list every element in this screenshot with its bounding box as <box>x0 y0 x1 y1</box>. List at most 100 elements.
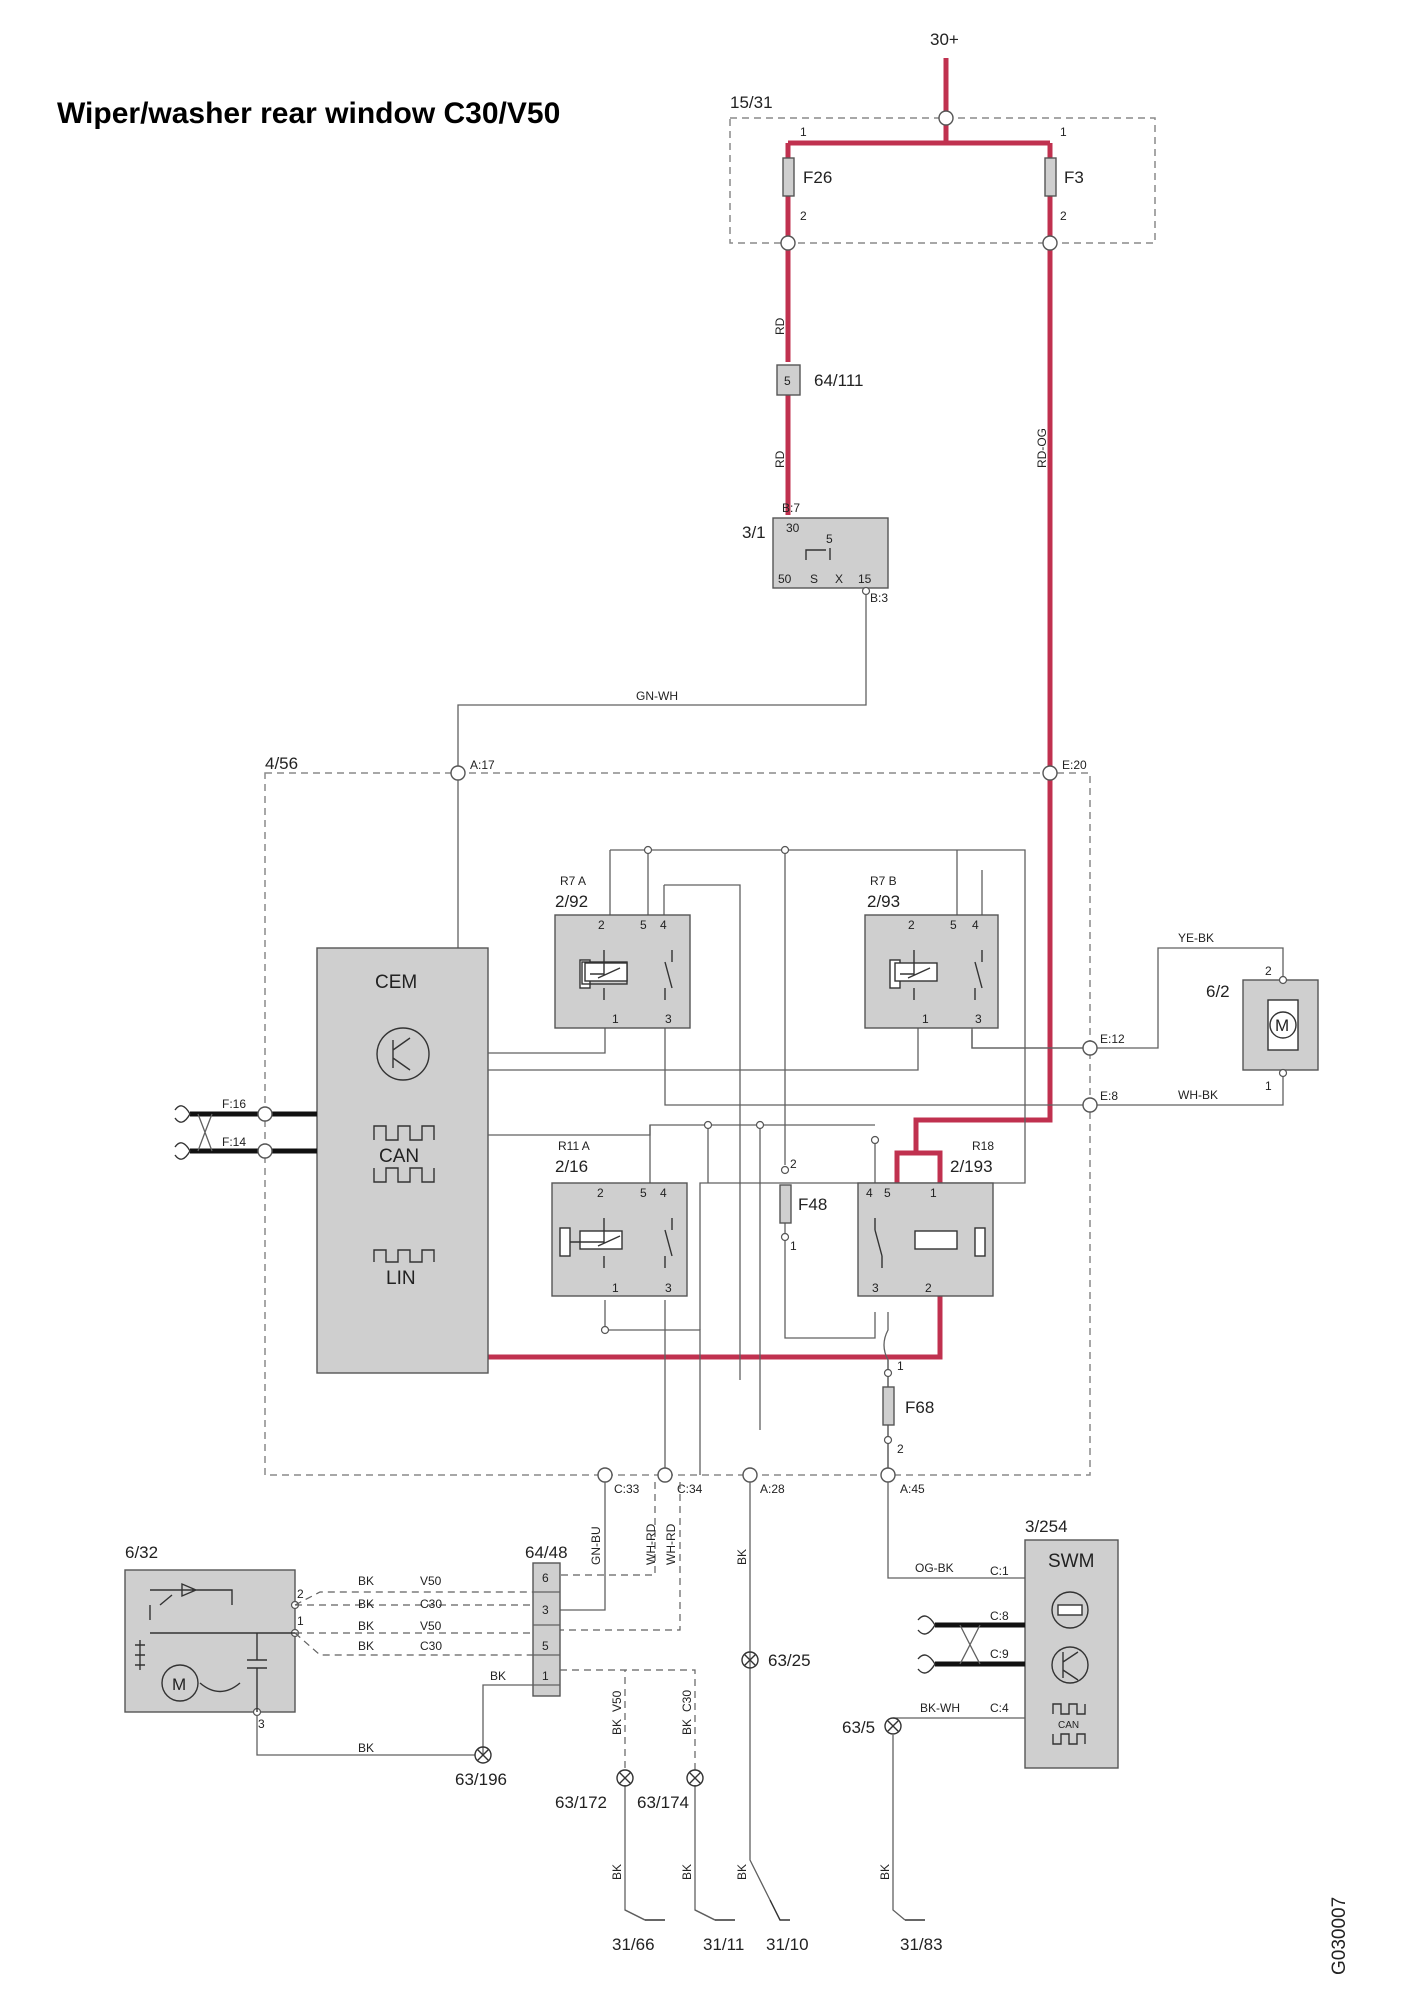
svg-text:X: X <box>835 572 843 586</box>
svg-text:4: 4 <box>660 918 667 932</box>
wire-rd-lower: RD <box>773 450 787 468</box>
svg-text:E:8: E:8 <box>1100 1089 1118 1103</box>
svg-text:B:3: B:3 <box>870 591 888 605</box>
relay-r11a: R11 A 2/16 2 5 4 1 3 <box>551 1139 688 1297</box>
svg-text:64/48: 64/48 <box>525 1543 568 1562</box>
wire-gn-bu: GN-BU <box>589 1526 603 1565</box>
fuse-f68: 1 2 F68 <box>882 1359 934 1475</box>
fuse-f3-label: F3 <box>1064 168 1084 187</box>
svg-text:63/5: 63/5 <box>842 1718 875 1737</box>
wire-ye-bk: YE-BK <box>1178 931 1214 945</box>
svg-text:2/92: 2/92 <box>555 892 588 911</box>
svg-text:5: 5 <box>826 532 833 546</box>
svg-text:BK: BK <box>680 1864 694 1880</box>
svg-text:R7 A: R7 A <box>560 874 586 888</box>
fuse-f48: 2 1 F48 <box>779 1157 827 1253</box>
svg-text:C:34: C:34 <box>677 1482 703 1496</box>
svg-text:63/196: 63/196 <box>455 1770 507 1789</box>
svg-text:3: 3 <box>665 1012 672 1026</box>
ground-63-174: 63/174 <box>637 1769 704 1812</box>
svg-text:1: 1 <box>922 1012 929 1026</box>
svg-text:1: 1 <box>790 1239 797 1253</box>
svg-text:31/66: 31/66 <box>612 1935 655 1954</box>
svg-text:5: 5 <box>884 1186 891 1200</box>
svg-text:4: 4 <box>660 1186 667 1200</box>
cem-bottom-connectors: C:33 C:34 A:28 A:45 <box>597 1467 925 1496</box>
lin-label: LIN <box>386 1268 416 1289</box>
svg-text:F:14: F:14 <box>222 1135 246 1149</box>
cem-box-4-56: 4/56 A:17 E:20 <box>264 754 1091 1476</box>
ground-63-172: 63/172 <box>555 1769 634 1812</box>
svg-text:1: 1 <box>897 1359 904 1373</box>
svg-text:C30: C30 <box>680 1690 694 1712</box>
connector-64-111: 5 64/111 <box>776 364 863 396</box>
svg-text:C:33: C:33 <box>614 1482 640 1496</box>
wire-wh-rd-1: WH-RD <box>644 1523 658 1565</box>
svg-text:3: 3 <box>975 1012 982 1026</box>
svg-text:31/11: 31/11 <box>703 1935 744 1954</box>
svg-text:BK: BK <box>680 1719 694 1735</box>
can-bus-swm <box>917 1615 1025 1674</box>
svg-text:A:17: A:17 <box>470 758 495 772</box>
svg-text:1: 1 <box>930 1186 937 1200</box>
relay-r7a: R7 A 2/92 2 5 4 1 3 <box>554 874 691 1029</box>
svg-text:C:9: C:9 <box>990 1647 1009 1661</box>
svg-text:2: 2 <box>908 918 915 932</box>
ground-63-196: 63/196 <box>455 1746 507 1789</box>
wire-rd-upper: RD <box>773 317 787 335</box>
svg-text:4/56: 4/56 <box>265 754 298 773</box>
svg-text:C:8: C:8 <box>990 1609 1009 1623</box>
fuse-f3: 1 F3 2 <box>1042 125 1084 251</box>
svg-text:C30: C30 <box>420 1639 442 1653</box>
svg-text:BK: BK <box>358 1741 374 1755</box>
svg-text:BK: BK <box>358 1597 374 1611</box>
svg-text:2/16: 2/16 <box>555 1157 588 1176</box>
ground-63-25: 63/25 <box>741 1651 811 1670</box>
svg-text:1: 1 <box>297 1614 304 1628</box>
wiper-motor-6-32: 6/32 2 1 3 M <box>124 1543 304 1731</box>
svg-text:63/174: 63/174 <box>637 1793 689 1812</box>
svg-text:2: 2 <box>790 1157 797 1171</box>
svg-text:5: 5 <box>950 918 957 932</box>
svg-text:6/32: 6/32 <box>125 1543 158 1562</box>
svg-text:F48: F48 <box>798 1195 827 1214</box>
svg-text:3: 3 <box>872 1281 879 1295</box>
svg-text:2: 2 <box>1060 209 1067 223</box>
drawing-code: G030007 <box>1329 1897 1350 1975</box>
fuse-box-15-31: 15/31 <box>729 93 1156 244</box>
can-bus-cem: F:16 F:14 <box>174 1097 317 1160</box>
svg-text:3: 3 <box>258 1717 265 1731</box>
wire-wh-bk: WH-BK <box>1178 1088 1218 1102</box>
svg-text:2/193: 2/193 <box>950 1157 993 1176</box>
svg-text:BK: BK <box>358 1619 374 1633</box>
fuse-f26-label: F26 <box>803 168 832 187</box>
svg-text:F68: F68 <box>905 1398 934 1417</box>
cem-unit: CEM CAN LIN <box>316 780 489 1374</box>
wire-gn-wh: GN-WH <box>636 689 678 703</box>
svg-text:31/83: 31/83 <box>900 1935 943 1954</box>
svg-text:2/93: 2/93 <box>867 892 900 911</box>
svg-text:M: M <box>1275 1016 1289 1035</box>
svg-text:3/1: 3/1 <box>742 523 766 542</box>
supply-node <box>938 110 954 126</box>
fuse-f26: 1 F26 2 <box>780 125 832 251</box>
wire-bk-a28: BK <box>735 1549 749 1565</box>
supply-label: 30+ <box>930 30 959 49</box>
ground-terminals: 31/66 31/11 31/10 31/83 BK <box>612 1735 943 1954</box>
svg-text:BK: BK <box>610 1719 624 1735</box>
svg-text:BK: BK <box>610 1864 624 1880</box>
svg-text:15: 15 <box>858 572 872 586</box>
connector-64-48: 64/48 6 3 5 1 <box>525 1543 568 1697</box>
svg-text:2: 2 <box>800 209 807 223</box>
svg-text:2: 2 <box>597 1186 604 1200</box>
svg-text:S: S <box>810 572 818 586</box>
relay-r18: R18 2/193 4 5 1 3 2 <box>857 1139 994 1297</box>
svg-text:1: 1 <box>1265 1079 1272 1093</box>
svg-text:V50: V50 <box>420 1619 442 1633</box>
svg-text:2: 2 <box>598 918 605 932</box>
svg-text:50: 50 <box>778 572 792 586</box>
svg-text:30: 30 <box>786 521 800 535</box>
svg-text:63/25: 63/25 <box>768 1651 811 1670</box>
svg-text:4: 4 <box>972 918 979 932</box>
svg-text:R7 B: R7 B <box>870 874 897 888</box>
